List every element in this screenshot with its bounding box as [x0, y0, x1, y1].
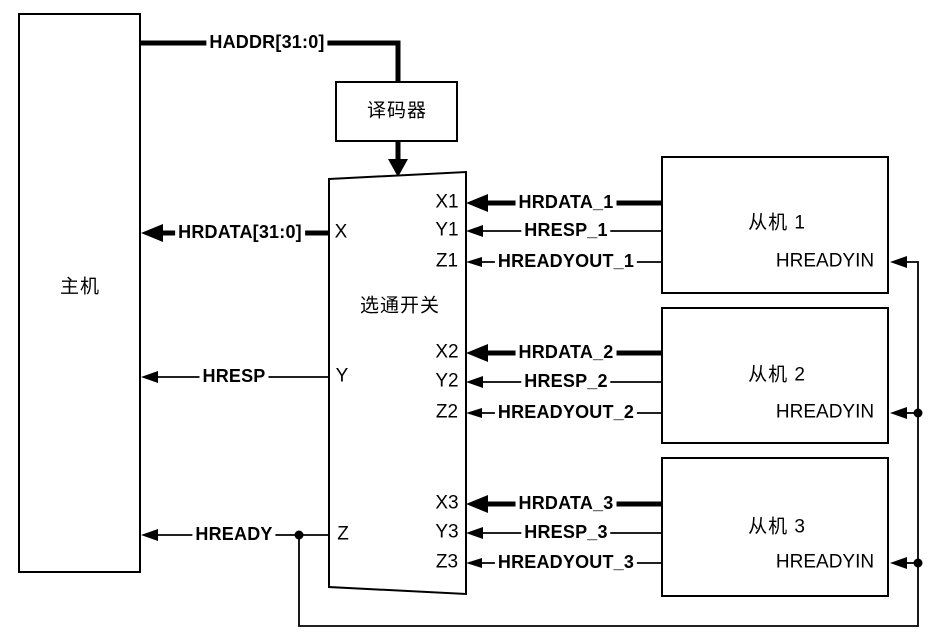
- hreadyout2-arrowhead-icon: [466, 408, 482, 418]
- hreadyout3-signal-label: HREADYOUT_3: [494, 552, 638, 573]
- mux-port-y1-label: Y1: [435, 219, 459, 241]
- hresp1-arrowhead-icon: [466, 225, 483, 237]
- hresp-signal-label: HRESP: [199, 366, 269, 387]
- mux-port-y2-label: Y2: [435, 370, 459, 392]
- slave2-box: [661, 307, 889, 444]
- hready-arrowhead-icon: [141, 529, 158, 541]
- decoder-label: 译码器: [366, 100, 428, 122]
- hreadyin1-arrowhead-icon: [890, 256, 907, 268]
- mux-port-z-label: Z: [337, 523, 349, 545]
- hreadyin3-arrowhead-icon: [890, 557, 907, 569]
- mux-label: 选通开关: [359, 295, 441, 317]
- master-box: [18, 13, 141, 573]
- slave3-label: 从机 3: [748, 516, 806, 538]
- hreadyout2-signal-label: HREADYOUT_2: [494, 402, 638, 423]
- mux-port-z3-label: Z3: [435, 551, 459, 573]
- master-label: 主机: [59, 276, 101, 298]
- hrdata2-signal-label: HRDATA_2: [515, 342, 617, 363]
- hresp3-arrowhead-icon: [466, 527, 483, 539]
- mux-port-x2-label: X2: [435, 341, 459, 363]
- hrdata-bus-arrowhead-icon: [141, 224, 163, 242]
- mux-port-x1-label: X1: [435, 191, 459, 213]
- hreadyin2-junction-dot: [913, 408, 923, 418]
- haddr-signal-label: HADDR[31:0]: [206, 32, 328, 53]
- hready-net-wire: [298, 261, 919, 627]
- mux-port-y-label: Y: [335, 365, 349, 387]
- decoder-box: [335, 81, 458, 142]
- slave1-box: [661, 156, 889, 294]
- hresp2-arrowhead-icon: [466, 376, 483, 388]
- mux-port-z2-label: Z2: [435, 401, 459, 423]
- slave1-label: 从机 1: [748, 212, 806, 234]
- hreadyin3-junction-dot: [913, 558, 923, 568]
- hreadyout1-signal-label: HREADYOUT_1: [494, 251, 638, 272]
- hrdata3-signal-label: HRDATA_3: [515, 493, 617, 514]
- hrdata1-arrowhead-icon: [466, 194, 488, 212]
- mux-port-z1-label: Z1: [435, 250, 459, 272]
- slave3-hreadyin-label: HREADYIN: [775, 551, 875, 573]
- hreadyout1-arrowhead-icon: [466, 257, 482, 267]
- hreadyin2-arrowhead-icon: [890, 407, 907, 419]
- mux-port-y3-label: Y3: [435, 521, 459, 543]
- slave2-hreadyin-label: HREADYIN: [775, 401, 875, 423]
- hrdata-signal-label: HRDATA[31:0]: [175, 222, 305, 243]
- hresp3-signal-label: HRESP_3: [521, 522, 611, 543]
- mux-port-x3-label: X3: [435, 492, 459, 514]
- hresp2-signal-label: HRESP_2: [521, 371, 611, 392]
- mux-shape: [328, 170, 467, 596]
- decoder-arrowhead-icon: [388, 159, 408, 177]
- hreadyout3-arrowhead-icon: [466, 558, 482, 568]
- slave2-label: 从机 2: [748, 364, 806, 386]
- hresp1-signal-label: HRESP_1: [521, 220, 611, 241]
- slave3-box: [661, 457, 889, 597]
- hresp-arrowhead-icon: [141, 371, 158, 383]
- hrdata1-signal-label: HRDATA_1: [515, 192, 617, 213]
- hready-junction-dot: [294, 530, 304, 540]
- slave1-hreadyin-label: HREADYIN: [775, 250, 875, 272]
- hrdata3-arrowhead-icon: [466, 495, 488, 513]
- hready-signal-label: HREADY: [192, 524, 276, 545]
- mux-port-x-label: X: [334, 221, 348, 243]
- hrdata2-arrowhead-icon: [466, 344, 488, 362]
